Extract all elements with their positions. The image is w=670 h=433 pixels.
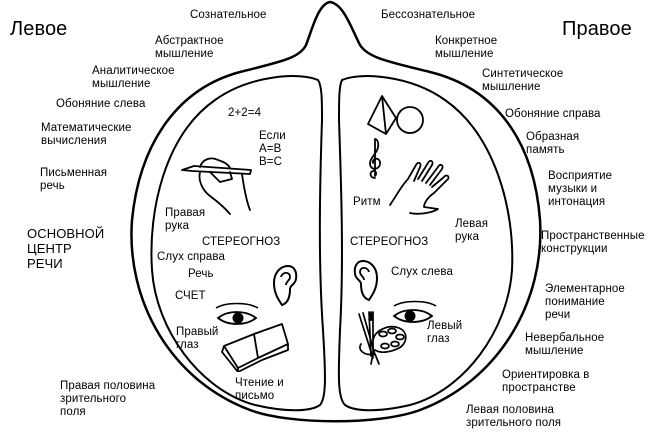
label-logic-example: Если A=B B=C — [259, 130, 286, 168]
pyramid-sphere-icon — [367, 95, 424, 135]
label-left-eye: Левый глаз — [427, 320, 463, 345]
label-right-hand: Правая рука — [165, 207, 206, 232]
right-hemisphere-title: Правое — [562, 18, 632, 40]
label-hearing-left: Слух слева — [391, 266, 453, 278]
label-reading-writing: Чтение и письмо — [235, 377, 284, 402]
label-speech: Речь — [188, 268, 214, 280]
left-hemisphere-title: Левое — [10, 18, 68, 40]
open-hand-icon — [389, 159, 450, 215]
ear-icon-right — [353, 259, 379, 302]
open-book-icon — [221, 323, 289, 372]
label-elementary-speech-understanding: Элементарное понимание речи — [545, 283, 625, 321]
label-counting: СЧЕТ — [175, 290, 206, 302]
label-left-hand: Левая рука — [455, 218, 489, 243]
label-concrete-thinking: Конкретное мышление — [435, 35, 498, 60]
label-spatial-constructions: Пространственные конструкции — [541, 230, 645, 255]
label-abstract-thinking: Абстрактное мышление — [155, 35, 224, 60]
writing-hand-icon — [181, 157, 252, 215]
label-synthetic-thinking: Синтетическое мышление — [482, 68, 564, 93]
label-imaginative-memory: Образная память — [526, 131, 580, 156]
label-conscious: Сознательное — [190, 9, 267, 21]
label-smell-left: Обоняние слева — [56, 98, 146, 110]
label-unconscious: Бессознательное — [381, 9, 476, 21]
label-math-example: 2+2=4 — [228, 107, 262, 119]
label-hearing-right: Слух справа — [157, 251, 225, 263]
label-stereognosis-right: СТЕРЕОГНОЗ — [350, 236, 429, 248]
outer-contour — [130, 0, 542, 423]
eye-icon-right — [392, 300, 437, 323]
treble-clef-icon — [369, 138, 381, 179]
label-music-perception: Восприятие музыки и интонация — [548, 170, 613, 208]
right-hemisphere — [337, 75, 514, 412]
label-analytical-thinking: Аналитическое мышление — [92, 65, 175, 90]
eye-icon — [215, 302, 259, 325]
palette-brush-icon — [358, 311, 407, 365]
label-rhythm: Ритм — [353, 196, 381, 208]
label-smell-right: Обоняние справа — [505, 108, 601, 120]
label-nonverbal-thinking: Невербальное мышление — [525, 332, 605, 357]
label-right-visual-field: Правая половина зрительного поля — [60, 380, 156, 418]
label-main-speech-center: ОСНОВНОЙ ЦЕНТР РЕЧИ — [27, 226, 105, 271]
label-left-visual-field: Левая половина зрительного поля — [466, 404, 562, 429]
ear-icon — [272, 264, 298, 307]
label-spatial-orientation: Ориентировка в пространстве — [502, 369, 590, 394]
label-stereognosis-left: СТЕРЕОГНОЗ — [202, 236, 281, 248]
label-right-eye: Правый глаз — [176, 326, 219, 351]
label-written-speech: Письменная речь — [40, 167, 108, 192]
label-math-calculations: Математические вычисления — [41, 122, 132, 147]
left-hemisphere — [150, 75, 326, 412]
